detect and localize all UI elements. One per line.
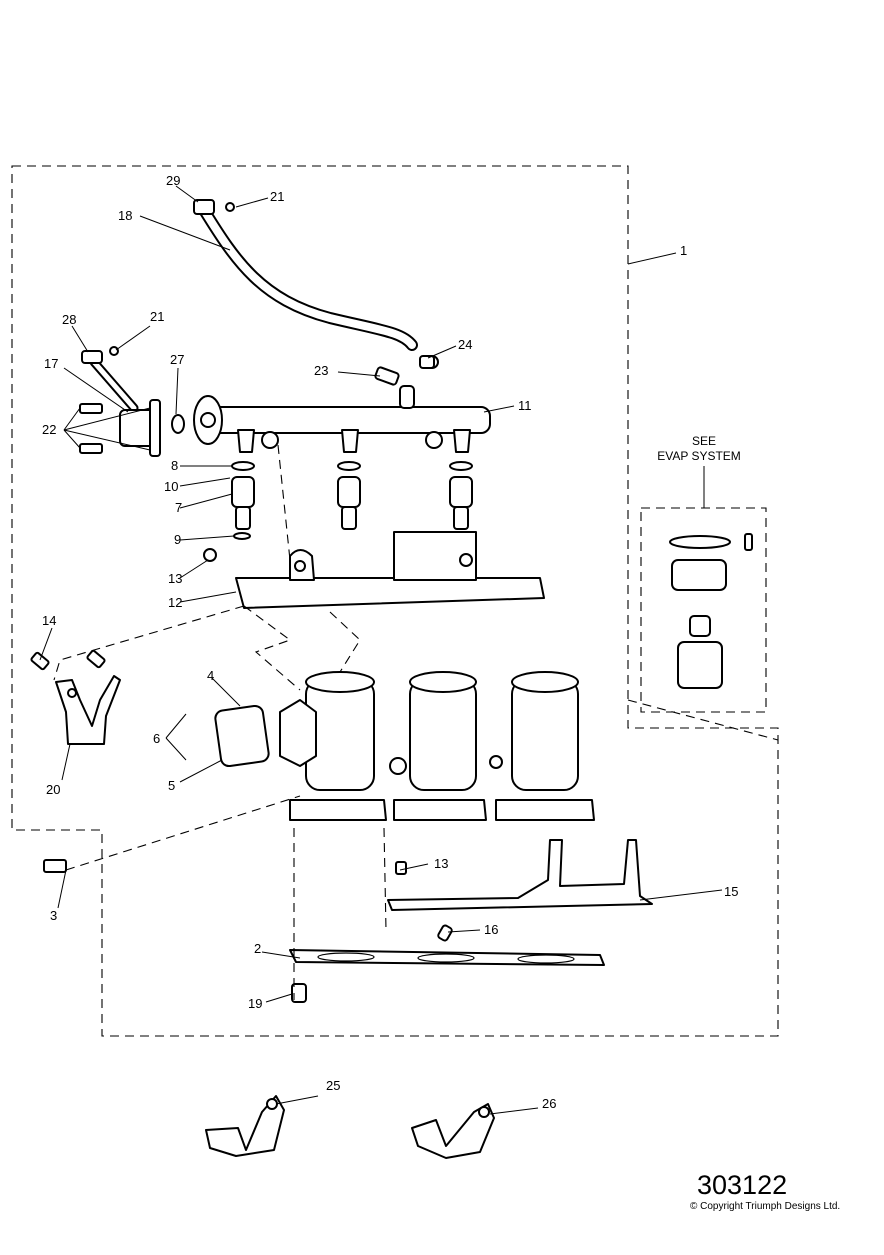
pressure-regulator xyxy=(79,346,185,457)
callout-18: 18 xyxy=(118,208,132,223)
clamp-26 xyxy=(411,1103,495,1159)
gasket xyxy=(289,949,605,966)
callout-17: 17 xyxy=(44,356,58,371)
callout-15: 15 xyxy=(724,884,738,899)
bracket xyxy=(30,649,121,873)
fuel-hose xyxy=(193,199,418,351)
fuel-rail xyxy=(193,355,491,453)
bolt xyxy=(374,366,400,386)
callout-4: 4 xyxy=(207,668,214,683)
callout-22: 22 xyxy=(42,422,56,437)
dowel xyxy=(291,983,307,1003)
callout-1: 1 xyxy=(680,243,687,258)
callout-2: 2 xyxy=(254,941,261,956)
callout-23: 23 xyxy=(314,363,328,378)
callout-5: 5 xyxy=(168,778,175,793)
evap-canister xyxy=(669,533,753,689)
throttle-bracket xyxy=(387,839,653,911)
callout-7: 7 xyxy=(175,500,182,515)
callout-26: 26 xyxy=(542,1096,556,1111)
callout-13a: 13 xyxy=(168,571,182,586)
callout-14: 14 xyxy=(42,613,56,628)
callout-20: 20 xyxy=(46,782,60,797)
injectors xyxy=(231,461,473,540)
clip xyxy=(419,355,435,369)
evap-note-line2: EVAP SYSTEM xyxy=(657,449,741,463)
evap-note-line1: SEE xyxy=(692,434,716,448)
callout-3: 3 xyxy=(50,908,57,923)
callout-16: 16 xyxy=(484,922,498,937)
pin xyxy=(437,924,453,942)
callout-21a: 21 xyxy=(270,189,284,204)
evap-boundary xyxy=(640,507,767,713)
callouts: 1 2 3 4 5 6 7 8 9 10 11 12 13 13 14 15 1… xyxy=(42,173,738,1111)
callout-10: 10 xyxy=(164,479,178,494)
assembly-boundary xyxy=(11,165,779,1037)
callout-25: 25 xyxy=(326,1078,340,1093)
callout-6: 6 xyxy=(153,731,160,746)
callout-11: 11 xyxy=(518,398,532,413)
callout-21b: 21 xyxy=(150,309,164,324)
callout-12: 12 xyxy=(168,595,182,610)
mounting-plate xyxy=(203,531,545,609)
callout-24: 24 xyxy=(458,337,472,352)
throttle-bodies xyxy=(214,671,595,821)
copyright-notice: © Copyright Triumph Designs Ltd. xyxy=(690,1201,841,1212)
callout-8: 8 xyxy=(171,458,178,473)
callout-28: 28 xyxy=(62,312,76,327)
drawing-number: 303122 xyxy=(697,1170,788,1200)
screw xyxy=(395,861,407,875)
callout-27: 27 xyxy=(170,352,184,367)
callout-19: 19 xyxy=(248,996,262,1011)
callout-29: 29 xyxy=(166,173,180,188)
callout-9: 9 xyxy=(174,532,181,547)
callout-13b: 13 xyxy=(434,856,448,871)
